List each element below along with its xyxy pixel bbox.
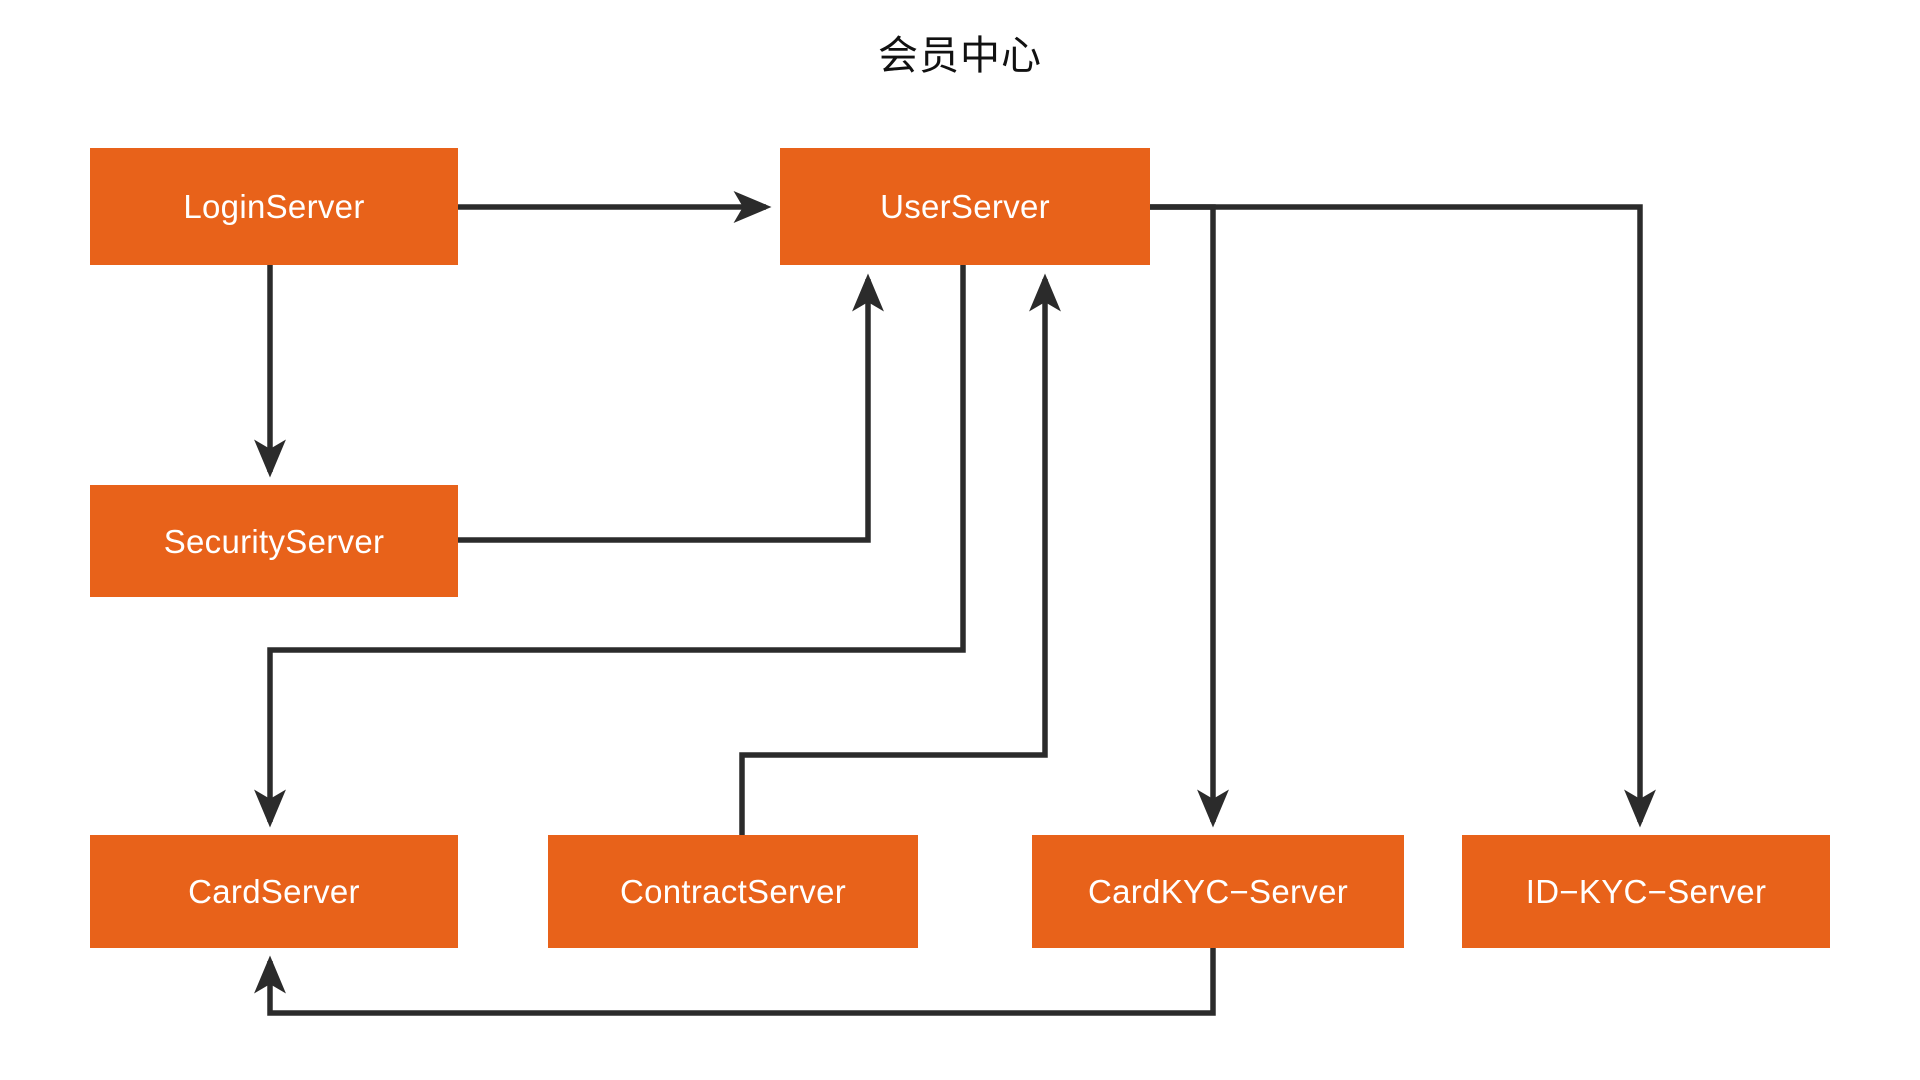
node-label: CardServer — [188, 873, 360, 910]
node-label: ContractServer — [619, 873, 847, 910]
node-label: CardKYC−Server — [1087, 873, 1349, 910]
edge-user-to-cardkyc — [1150, 204, 1229, 828]
node-user-server[interactable]: UserServer — [780, 148, 1150, 265]
node-security-server[interactable]: SecurityServer — [90, 485, 458, 597]
edge-user-to-idkyc — [1150, 204, 1656, 828]
page-title: 会员中心 — [878, 34, 1042, 78]
node-idkyc-server[interactable]: ID−KYC−Server — [1462, 835, 1830, 948]
node-label: LoginServer — [183, 188, 365, 225]
edge-contract-to-user — [739, 273, 1061, 835]
node-cardkyc-server[interactable]: CardKYC−Server — [1032, 835, 1404, 948]
edge-security-to-user — [458, 273, 884, 543]
node-label: SecurityServer — [163, 522, 385, 560]
node-label: ID−KYC−Server — [1525, 873, 1767, 910]
node-label: UserServer — [880, 188, 1050, 225]
node-card-server[interactable]: CardServer — [90, 835, 458, 948]
node-login-server[interactable]: LoginServer — [90, 148, 458, 265]
edge-cardkyc-to-card — [254, 948, 1216, 1016]
node-contract-server[interactable]: ContractServer — [548, 835, 918, 948]
